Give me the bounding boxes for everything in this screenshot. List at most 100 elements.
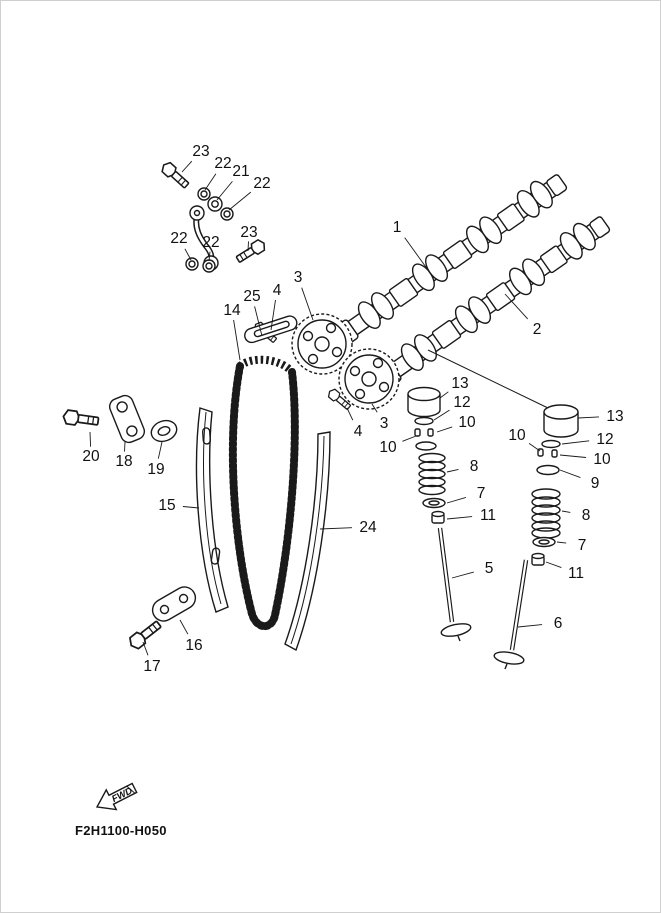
part-callout-22: 22 bbox=[170, 230, 187, 247]
part-callout-18: 18 bbox=[115, 453, 132, 470]
spring-retainer-right bbox=[536, 464, 560, 476]
fwd-label: FWD bbox=[110, 785, 134, 805]
leader-line bbox=[577, 416, 600, 419]
part-callout-17: 17 bbox=[143, 658, 160, 675]
fwd-arrow: FWD bbox=[95, 782, 138, 811]
leader-line bbox=[559, 454, 587, 458]
gasket bbox=[150, 419, 178, 443]
part-callout-8: 8 bbox=[582, 507, 591, 524]
part-callout-9: 9 bbox=[591, 475, 600, 492]
leader-line bbox=[182, 506, 200, 509]
leader-line bbox=[228, 191, 252, 211]
part-callout-15: 15 bbox=[158, 497, 175, 514]
valve-lifter-left bbox=[407, 386, 441, 418]
banjo-bolt-bottom bbox=[233, 237, 268, 266]
part-callout-7: 7 bbox=[477, 485, 486, 502]
part-callout-10: 10 bbox=[458, 414, 476, 431]
valve-spring-left bbox=[418, 452, 446, 496]
leader-line bbox=[371, 403, 378, 413]
leader-line bbox=[184, 248, 192, 261]
leader-line bbox=[142, 641, 149, 656]
leader-line bbox=[561, 510, 571, 513]
leader-line bbox=[208, 251, 211, 262]
intake-valve bbox=[437, 527, 472, 642]
cam-cap bbox=[108, 394, 146, 444]
part-callout-20: 20 bbox=[82, 448, 100, 465]
valve-spring-right bbox=[531, 488, 561, 539]
cap-bolt bbox=[61, 408, 100, 429]
part-callout-5: 5 bbox=[485, 560, 494, 577]
part-callout-13: 13 bbox=[451, 375, 468, 392]
part-callout-11: 11 bbox=[568, 565, 584, 582]
assembly-reference-line bbox=[427, 349, 549, 409]
part-callout-2: 2 bbox=[533, 321, 542, 338]
part-callout-23: 23 bbox=[240, 224, 257, 241]
leader-line bbox=[216, 181, 233, 201]
part-callout-23: 23 bbox=[192, 143, 209, 160]
part-callout-1: 1 bbox=[393, 219, 402, 236]
valve-cotters-left bbox=[414, 428, 434, 437]
valve-cotters-right bbox=[537, 448, 558, 458]
part-callout-7: 7 bbox=[578, 537, 587, 554]
leader-line bbox=[346, 407, 354, 421]
leader-line bbox=[89, 431, 92, 447]
part-callout-12: 12 bbox=[596, 431, 613, 448]
part-callout-21: 21 bbox=[232, 163, 249, 180]
part-callout-19: 19 bbox=[147, 461, 164, 478]
leader-line bbox=[446, 468, 459, 473]
spring-retainer-left bbox=[415, 441, 437, 451]
part-callout-4: 4 bbox=[354, 423, 363, 440]
exhaust-valve bbox=[493, 559, 529, 670]
part-callout-14: 14 bbox=[223, 302, 241, 319]
timing-chain bbox=[228, 355, 299, 631]
leader-line bbox=[528, 443, 541, 452]
leader-line bbox=[124, 441, 126, 452]
leader-line bbox=[157, 441, 163, 459]
part-callout-22: 22 bbox=[202, 234, 219, 251]
part-callout-10: 10 bbox=[379, 439, 397, 456]
banjo-bolt-top bbox=[158, 159, 192, 191]
part-callout-24: 24 bbox=[359, 519, 377, 536]
part-callout-10: 10 bbox=[508, 427, 526, 444]
diagram-code: F2H1100-H050 bbox=[75, 823, 167, 838]
leader-lines bbox=[89, 160, 600, 656]
leader-line bbox=[254, 306, 263, 337]
valve-seal-left bbox=[431, 510, 445, 524]
washer bbox=[220, 207, 234, 221]
cam-sprocket-upper bbox=[291, 313, 353, 375]
leader-line bbox=[556, 541, 567, 544]
part-callout-16: 16 bbox=[185, 637, 202, 654]
cam-sprocket-lower bbox=[338, 348, 400, 410]
leader-line bbox=[319, 527, 353, 530]
washer bbox=[185, 257, 199, 271]
leader-line bbox=[561, 440, 590, 445]
valve-pad-right bbox=[541, 439, 561, 449]
valve-lifter-right bbox=[543, 404, 579, 438]
part-callout-4: 4 bbox=[273, 282, 282, 299]
valve-seal-right bbox=[531, 552, 545, 566]
chain-guide-exhaust bbox=[195, 407, 229, 613]
leader-line bbox=[270, 299, 276, 331]
leader-line bbox=[545, 561, 562, 569]
chain-guide-intake bbox=[284, 431, 331, 652]
washer bbox=[202, 259, 216, 273]
part-callout-3: 3 bbox=[294, 269, 303, 286]
leader-line bbox=[504, 293, 529, 320]
camshaft-intake bbox=[377, 216, 611, 388]
part-callout-6: 6 bbox=[554, 615, 563, 632]
leader-line bbox=[247, 241, 249, 252]
part-callout-8: 8 bbox=[470, 458, 479, 475]
washer bbox=[197, 187, 211, 201]
valve-pad-left bbox=[414, 416, 434, 426]
leader-line bbox=[517, 624, 543, 628]
leader-line bbox=[559, 469, 581, 479]
leader-line bbox=[446, 496, 467, 504]
leader-line bbox=[436, 426, 453, 433]
part-callout-10: 10 bbox=[593, 451, 611, 468]
leader-line bbox=[181, 160, 193, 173]
part-callout-11: 11 bbox=[480, 507, 496, 524]
oil-pipe-assembly bbox=[158, 159, 268, 273]
spring-seat-right bbox=[532, 536, 556, 548]
